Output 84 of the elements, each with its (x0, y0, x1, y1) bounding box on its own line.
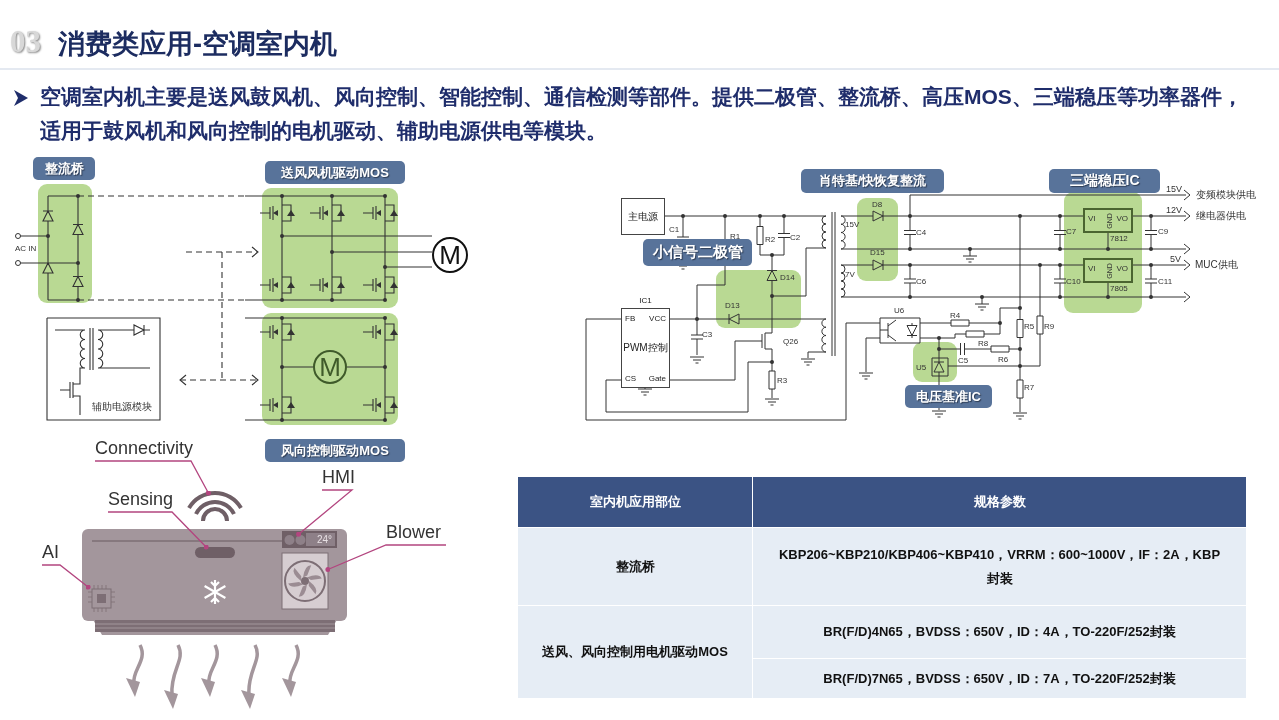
pin-label: CS (625, 374, 637, 383)
component-label: R9 (1044, 322, 1055, 332)
section-number: 03 (10, 25, 41, 59)
leader-line (94, 460, 211, 496)
table-cell: BR(F/D)7N65，BVDSS：650V，ID：7A，TO-220F/252封装 (753, 659, 1246, 698)
pin-label: VCC (649, 314, 666, 323)
intro-paragraph: 空调室内机主要是送风鼓风机、风向控制、智能控制、通信检测等部件。提供二极管、整流桥、高压MOS、三端稳压等功率器件，适用于鼓风机和风向控制的电机驱动、辅助电源供电等模块。 (40, 84, 1244, 144)
callout-label: Blower (386, 522, 446, 545)
pin-label: FB (625, 314, 636, 323)
control-buttons (284, 535, 306, 545)
pin-label: PWM控制 (622, 342, 669, 353)
tag-label: 电压基准IC (905, 385, 992, 408)
tag-label: 风向控制驱动MOS (265, 439, 405, 462)
component-label: D8 (872, 200, 883, 210)
slide-title: 消费类应用-空调室内机 (58, 28, 337, 61)
component-label: C9 (1158, 227, 1169, 237)
component-label: C11 (1158, 277, 1173, 287)
voltage-label: 15V (1166, 184, 1182, 195)
component-label: D14 (780, 273, 795, 283)
component-label: R1 (730, 232, 741, 242)
tag-label: 肖特基/快恢复整流 (801, 169, 944, 193)
component-label: D13 (725, 301, 740, 311)
component-label: C6 (916, 277, 927, 287)
leader-line (325, 544, 447, 572)
voltage-label: 12V (1166, 205, 1182, 216)
callout-label: HMI (322, 467, 356, 490)
output-label: 变频模块供电 (1196, 189, 1256, 201)
motor-symbol: M (432, 237, 468, 273)
callout-label: Sensing (108, 489, 174, 512)
voltage-label: 5V (1170, 254, 1181, 265)
table-header-cell: 室内机应用部位 (518, 477, 752, 527)
tag-label: 三端稳压IC (1049, 169, 1160, 193)
motor-symbol: M (313, 350, 347, 384)
sensor-window (195, 547, 235, 558)
component-label: C3 (702, 330, 713, 340)
terminal-label: AC IN (15, 244, 37, 254)
component-label: R6 (998, 355, 1009, 365)
chip-label: IC1 (638, 296, 653, 306)
component-label: R8 (978, 339, 989, 349)
table-cell: BR(F/D)4N65，BVDSS：650V，ID：4A，TO-220F/252封装 (753, 606, 1246, 658)
pin-label: Gate (648, 374, 666, 383)
callout-label: Connectivity (95, 438, 195, 461)
pin-label: VO (1116, 214, 1128, 223)
component-label: C5 (958, 356, 969, 366)
tag-label: 送风风机驱动MOS (265, 161, 405, 184)
module-label: 辅助电源模块 (92, 401, 152, 413)
leader-line (296, 489, 354, 537)
callout-label: AI (42, 542, 60, 565)
component-label: Q26 (783, 337, 799, 347)
component-label: C2 (790, 233, 801, 243)
component-label: U5 (916, 363, 927, 373)
power-source-box: 主电源 (621, 198, 665, 235)
component-label: R7 (1024, 383, 1035, 393)
part-number: 7812 (1110, 234, 1128, 243)
component-label: U6 (894, 306, 905, 316)
component-label: D15 (870, 248, 885, 258)
table-header-cell: 规格参数 (753, 477, 1246, 527)
pin-label: VO (1116, 264, 1128, 273)
pin-label: VI (1088, 264, 1096, 273)
component-label: 15V (845, 220, 860, 230)
component-label: 7V (845, 270, 855, 280)
output-label: 继电器供电 (1196, 210, 1246, 222)
table-cell: KBP206~KBP210/KBP406~KBP410，VRRM：600~1000V，IF：2A，KBP封装 (753, 528, 1246, 605)
pin-label: VI (1088, 214, 1096, 223)
wifi-icon (187, 491, 243, 523)
fan-icon (281, 552, 329, 610)
table-cell: 送风、风向控制用电机驱动MOS (518, 606, 752, 698)
table-cell: 整流桥 (518, 528, 752, 605)
output-label: MUC供电 (1195, 259, 1238, 271)
tag-label: 整流桥 (33, 157, 95, 180)
component-label: R4 (950, 311, 961, 321)
component-label: R5 (1024, 322, 1035, 332)
component-label: R2 (765, 235, 776, 245)
part-number: 7805 (1110, 284, 1128, 293)
component-label: C4 (916, 228, 927, 238)
leader-line (107, 511, 209, 550)
component-label: R3 (777, 376, 788, 386)
component-label: C10 (1066, 277, 1081, 287)
temperature-reading: 24° (317, 534, 333, 546)
chip-icon (87, 584, 116, 613)
component-label: C1 (669, 225, 680, 235)
component-label: C7 (1066, 227, 1077, 237)
leader-line (41, 564, 91, 590)
tag-label: 小信号二极管 (643, 239, 752, 266)
